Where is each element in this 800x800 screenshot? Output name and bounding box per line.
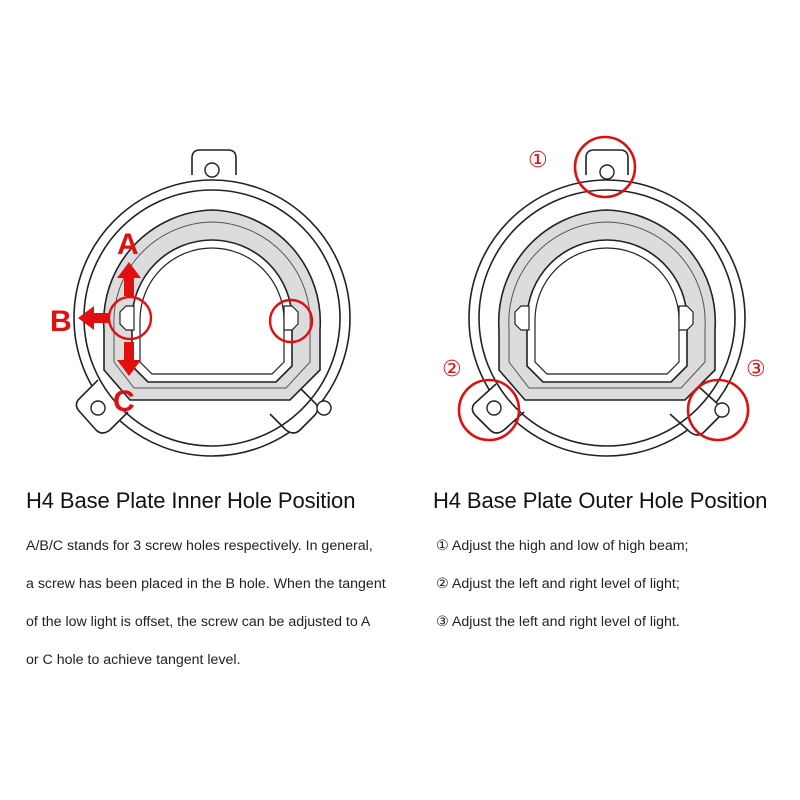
arrow-down [117, 342, 141, 376]
right-notch [678, 305, 694, 331]
inner-description-line: of the low light is offset, the screw ca… [26, 614, 371, 630]
right-notch [283, 305, 299, 331]
inner-description-line: A/B/C stands for 3 screw holes respectiv… [26, 538, 373, 554]
left-notch [119, 305, 135, 331]
inner-description-line: a screw has been placed in the B hole. W… [26, 576, 386, 592]
left-hole-highlight [457, 378, 521, 442]
bottom-left-tab-hole [486, 400, 502, 416]
marker-2: ② [442, 356, 462, 381]
inner-hole-diagram: A B C [50, 149, 351, 457]
outer-description-line: ③ Adjust the left and right level of lig… [436, 614, 680, 630]
inner-opening [131, 239, 293, 383]
label-a: A [117, 228, 139, 261]
outer-description-line: ② Adjust the left and right level of lig… [436, 576, 680, 592]
label-c: C [113, 385, 135, 418]
top-mounting-tab [585, 149, 629, 175]
right-hole-highlight [686, 378, 750, 442]
marker-1: ① [528, 147, 548, 172]
top-tab-hole [599, 164, 615, 180]
bottom-right-tab-hole [316, 400, 332, 416]
inner-opening [526, 239, 688, 383]
arrow-left [78, 306, 110, 330]
top-tab-hole [204, 162, 220, 178]
top-hole-highlight [573, 135, 637, 199]
top-mounting-tab [191, 149, 237, 175]
arrow-up [117, 262, 141, 296]
outer-hole-title: H4 Base Plate Outer Hole Position [433, 488, 768, 513]
right-hole-highlight [268, 298, 314, 344]
marker-3: ③ [746, 356, 766, 381]
left-notch [514, 305, 530, 331]
outer-hole-diagram: ① ② ③ [442, 135, 766, 457]
outer-description-line: ① Adjust the high and low of high beam; [436, 538, 689, 554]
inner-hole-title: H4 Base Plate Inner Hole Position [26, 488, 356, 513]
bottom-left-tab-hole [90, 400, 106, 416]
label-b: B [50, 305, 72, 338]
inner-description-line: or C hole to achieve tangent level. [26, 652, 241, 668]
bottom-right-tab-hole [714, 402, 730, 418]
